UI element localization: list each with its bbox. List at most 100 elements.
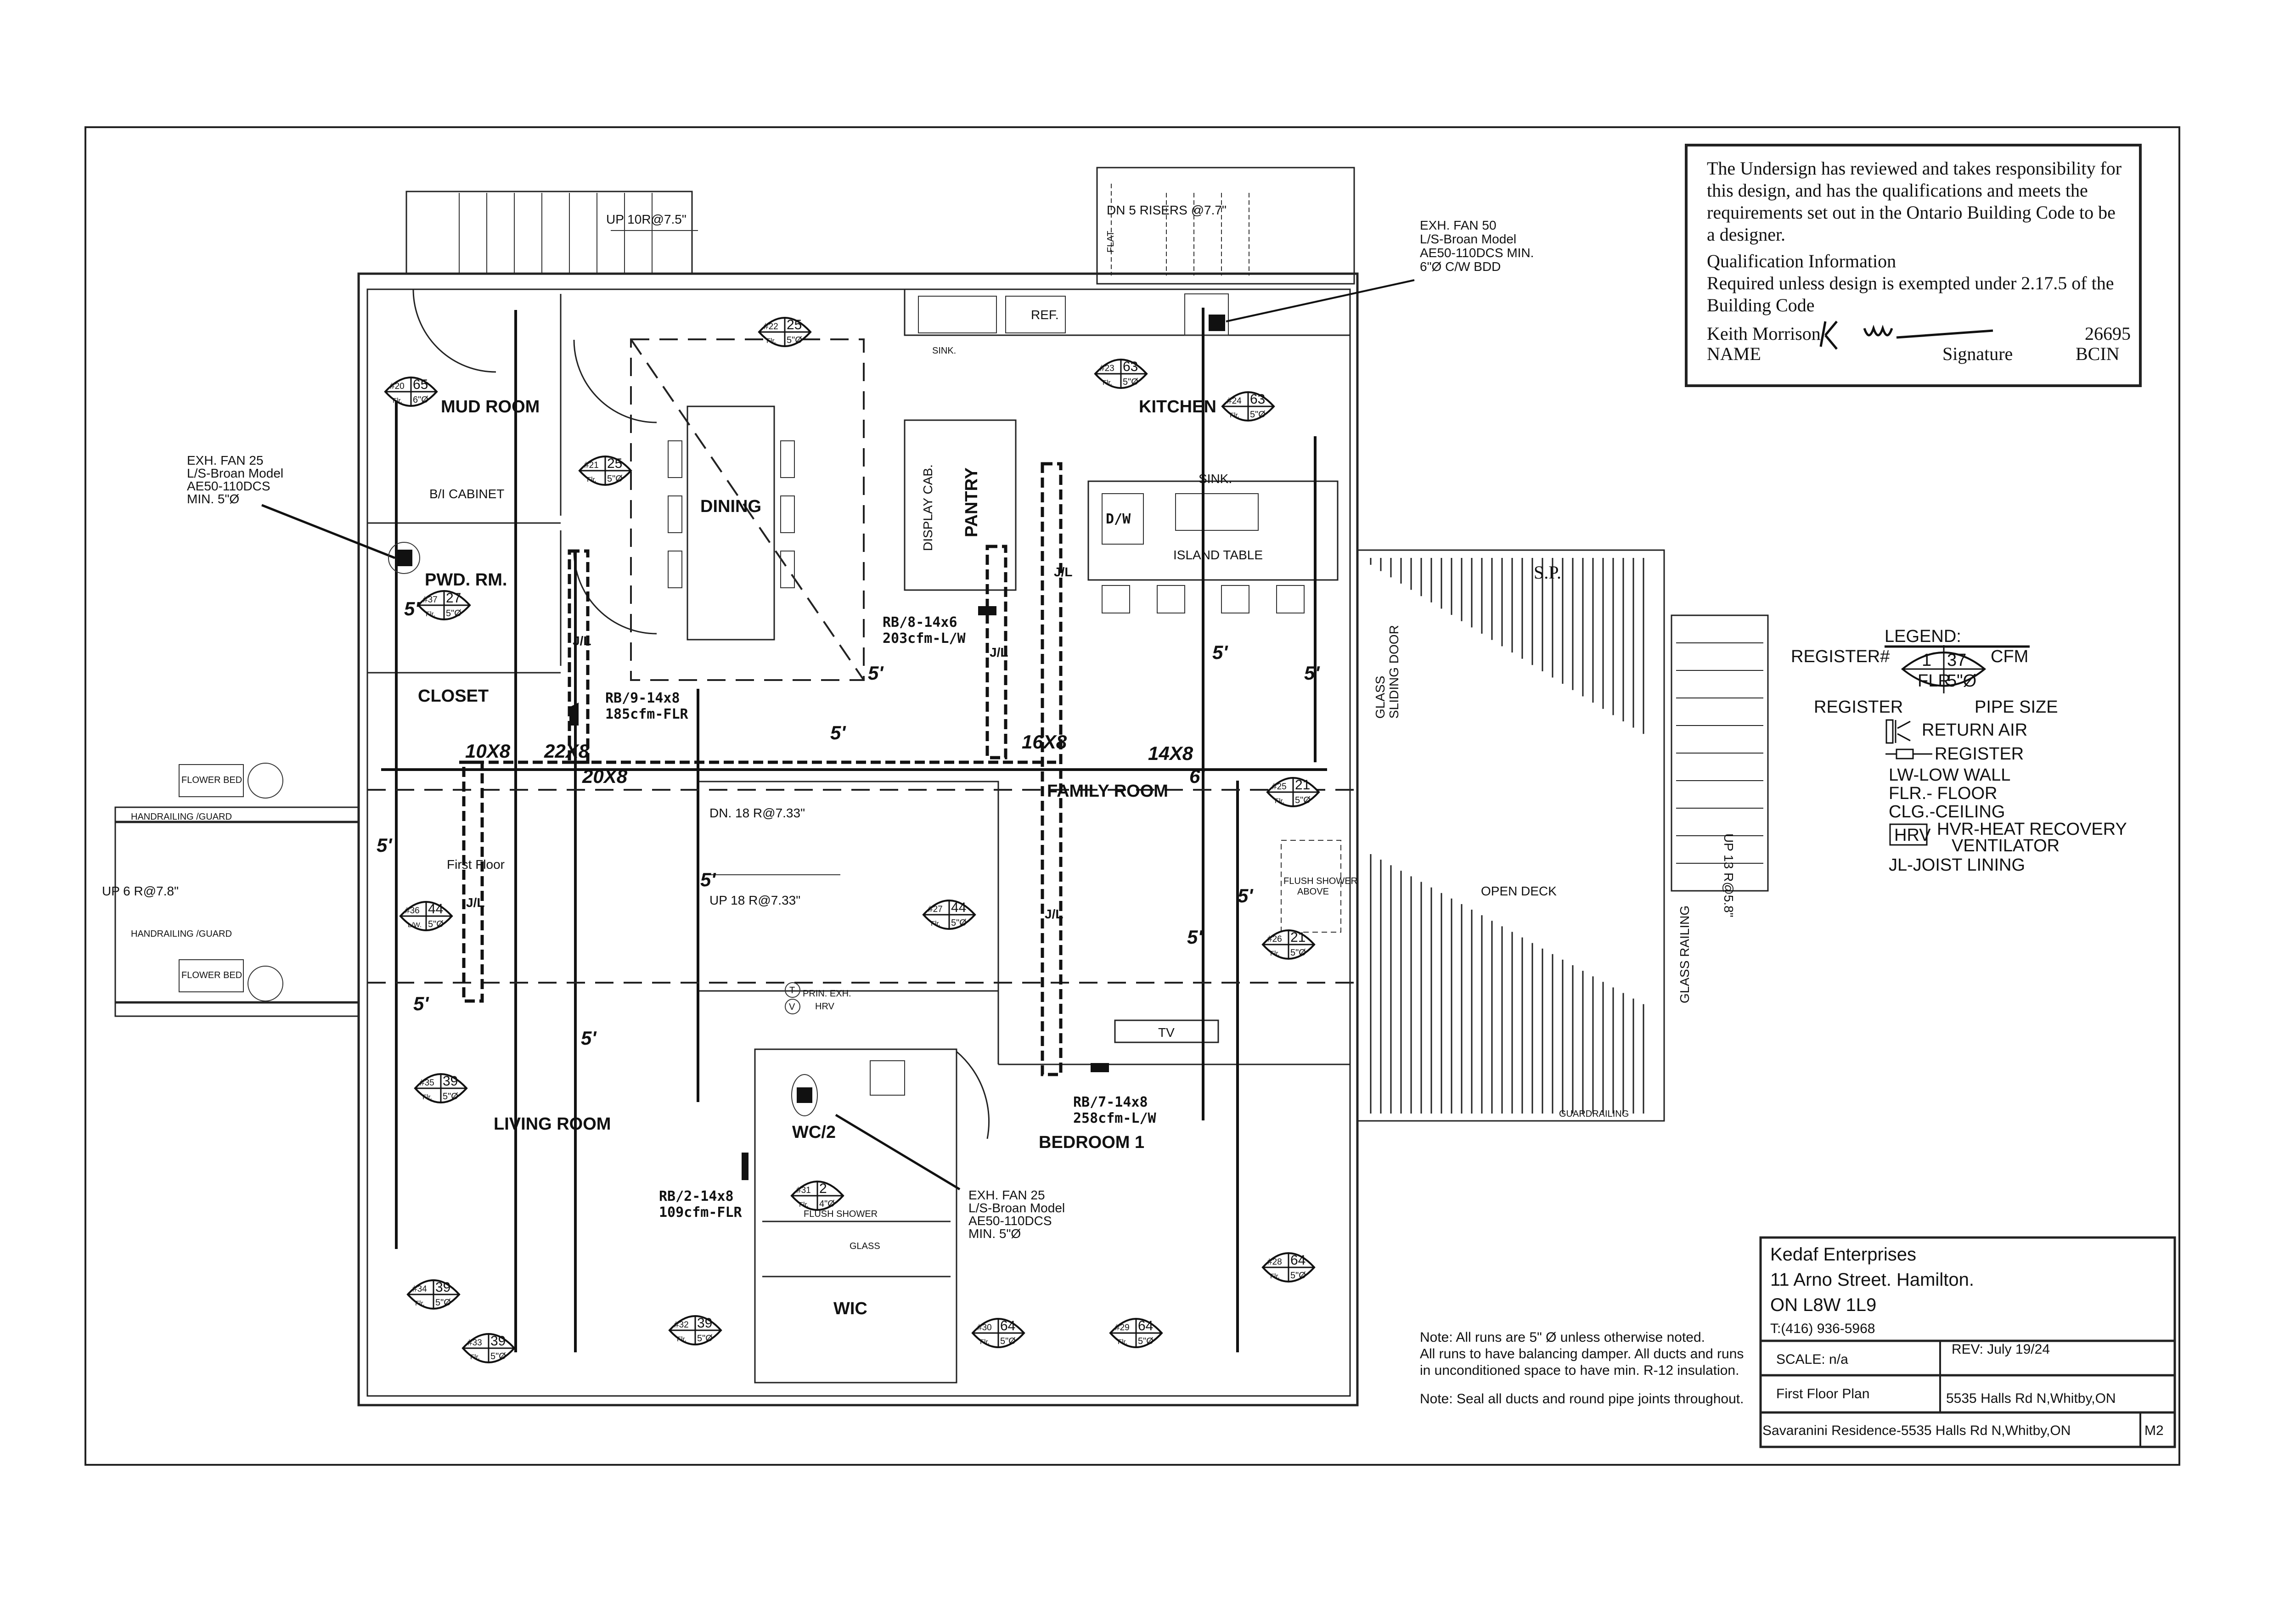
display-cab-label: DISPLAY CAB. (921, 464, 935, 551)
joist-lining-label: J/L (1045, 907, 1063, 921)
legend-register-symbol: 1 37 FLR. 5"Ø (1901, 645, 1986, 693)
room-label-wic: WIC (833, 1299, 867, 1318)
register-pipe: 5"Ø (607, 474, 623, 484)
register-cfm: 64 (1290, 1253, 1306, 1268)
register-type: L/W. (408, 921, 422, 929)
qual-heading: Qualification Information (1707, 251, 1896, 271)
tv-label: TV (1158, 1025, 1175, 1040)
register-num: #23 (1100, 364, 1114, 373)
duct-size-6: 6' (1189, 765, 1205, 787)
stair-label-up-front: UP 6 R@7.8" (102, 884, 179, 898)
sheet-number: M2 (2144, 1423, 2164, 1438)
legend-hrv-desc-2: VENTILATOR (1952, 836, 2060, 855)
register-pipe: 6"Ø (413, 395, 428, 405)
register-type: Flr. (426, 610, 435, 618)
sheet-border (84, 126, 2180, 1466)
run-size-label: 5' (830, 722, 846, 743)
signature (1819, 321, 1993, 350)
label-bi-cabinet: B/I CABINET (429, 487, 504, 501)
register-cfm: 44 (428, 901, 443, 917)
register-type: Flr. (422, 1093, 432, 1101)
legend-jl: JL-JOIST LINING (1889, 855, 2025, 875)
rear-stair-right: DN 5 RISERS @7.7" FLAT (1096, 167, 1355, 285)
register-pipe: 5"Ø (428, 919, 444, 929)
flat-label: FLAT (1106, 231, 1116, 253)
return-air-icon (1885, 719, 1911, 744)
return-air-labels: RB/9-14x8 185cfm-FLR RB/8-14x6 203cfm-L/… (569, 606, 1157, 1221)
floor-plan: UP 10R@7.5" DN 5 RISERS @7.7" FLAT HANDR… (102, 167, 1769, 1406)
qual-required-1: Required unless design is exempted under… (1707, 273, 2114, 293)
handrailing-label-top: HANDRAILING /GUARD (131, 812, 232, 822)
open-deck-label: OPEN DECK (1481, 884, 1557, 898)
register-pipe: 5"Ø (1290, 1271, 1306, 1281)
register-pipe: 5"Ø (1290, 948, 1306, 958)
register-num: #36 (405, 906, 420, 916)
sp-label: S.P. (1534, 562, 1561, 583)
flower-bed-label-top: FLOWER BED (181, 775, 242, 785)
qual-line-3: requirements set out in the Ontario Buil… (1707, 202, 2116, 223)
register-type: Flr. (1270, 1272, 1280, 1280)
sink-counter-label: SINK. (932, 346, 956, 356)
qual-line-4: a designer. (1707, 224, 1785, 245)
register-type: Flr. (470, 1353, 480, 1361)
front-porch: HANDRAILING /GUARD HANDRAILING /GUARD UP… (102, 763, 360, 1017)
title-block: Kedaf Enterprises 11 Arno Street. Hamilt… (1759, 1236, 2176, 1448)
duct-size-20x8: 20X8 (582, 765, 628, 787)
register-num: #24 (1227, 396, 1242, 406)
fan-kitchen-line3: AE50-110DCS MIN. (1420, 246, 1534, 260)
return-rb9-line2: 185cfm-FLR (605, 706, 689, 722)
register-cfm: 39 (490, 1333, 506, 1349)
register-pipe: 5"Ø (787, 335, 802, 345)
island-table-label: ISLAND TABLE (1173, 548, 1263, 562)
register-type: Flr. (1270, 950, 1280, 957)
register-icon (1885, 748, 1932, 759)
general-notes: Note: All runs are 5" Ø unless otherwise… (1420, 1330, 1744, 1406)
run-size-label: 5' (377, 834, 393, 856)
fan-powder-line2: L/S-Broan Model (187, 466, 283, 480)
register-num: #22 (764, 322, 778, 332)
register-num: #33 (467, 1338, 482, 1348)
register-pipe: 5"Ø (1295, 795, 1311, 805)
return-rb7-line1: RB/7-14x8 (1073, 1094, 1148, 1110)
legend-abbrev-flr: FLR.- FLOOR (1889, 784, 1997, 803)
return-rb2-line1: RB/2-14x8 (659, 1188, 734, 1204)
register-pipe: 5"Ø (951, 918, 967, 928)
hrv-v: V (789, 1002, 795, 1012)
register-cfm: 21 (1290, 930, 1306, 945)
company-phone: T:(416) 936-5968 (1770, 1321, 1875, 1336)
legend-sample-cfm: 37 (1947, 651, 1966, 670)
ref-label: REF. (1031, 308, 1059, 322)
exhaust-fan-callouts: EXH. FAN 25 L/S-Broan Model AE50-110DCS … (187, 218, 1534, 1241)
company-name: Kedaf Enterprises (1770, 1244, 1916, 1265)
register-cfm: 21 (1295, 777, 1310, 793)
register-num: #20 (390, 382, 405, 391)
hrv-marker: T V PRIN. EXH. HRV (785, 982, 851, 1014)
qual-line-2: this design, and has the qualifications … (1707, 180, 2088, 201)
bcin-label: BCIN (2076, 343, 2120, 364)
register-cfm: 64 (1138, 1318, 1153, 1333)
register-type: Flr. (1275, 797, 1284, 805)
register-type: Flr. (415, 1300, 425, 1307)
joist-lining-label: J/L (466, 895, 484, 910)
main-stair: DN. 18 R@7.33" UP 18 R@7.33" (697, 781, 999, 992)
register-type: Flr. (677, 1335, 687, 1343)
run-size-label: 5' (404, 598, 420, 619)
room-label-family-room: FAMILY ROOM (1047, 782, 1168, 801)
register-type: Flr. (587, 476, 597, 484)
register-num: #32 (674, 1320, 689, 1330)
name-label: NAME (1707, 343, 1761, 364)
qual-line-1: The Undersign has reviewed and takes res… (1707, 158, 2122, 179)
register-num: #28 (1267, 1257, 1282, 1267)
register-pipe: 4"Ø (819, 1199, 835, 1209)
